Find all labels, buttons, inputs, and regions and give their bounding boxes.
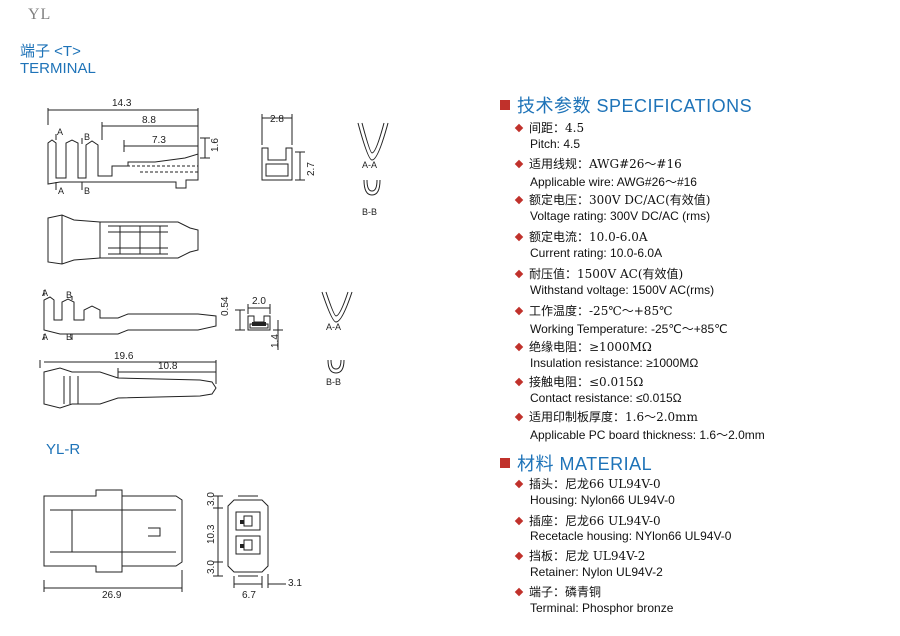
terminal-1-top-outline [47,214,199,265]
terminal-1-end-view [261,147,293,181]
dim-1-4: 1.4 [270,334,281,348]
material-item-en: Housing: Nylon66 UL94V-0 [530,493,675,507]
spec-item-en: Current rating: 10.0-6.0A [530,246,663,260]
dim-1-6: 1.6 [210,138,221,152]
terminal-1-side-outline [47,139,199,189]
material-item-en: Terminal: Phosphor bronze [530,601,674,615]
diamond-bullet-icon [514,412,524,422]
spec-item-cn: 适用印制板厚度：1.6～2.0mm [514,408,698,425]
heading-square-icon [500,458,510,468]
dim-26-9: 26.9 [102,590,122,601]
material-heading-text: 材料 MATERIAL [517,454,653,474]
technical-drawing: 14.3 8.8 7.3 1.6 2.8 2.7 2.0 0.54 1.4 19… [39,98,389,601]
section-title-yl-r: YL-R [46,441,81,458]
material-heading: 材料 MATERIAL [500,450,652,476]
spec-item-cn: 适用线规：AWG#26～#16 [514,155,682,172]
material-item-cn: 端子：磷青铜 [514,583,601,600]
material-item-en: Recetacle housing: NYlon66 UL94V-0 [530,529,732,543]
dim-2-7: 2.7 [306,162,317,176]
label-b-bottom-1: B [84,186,90,196]
diamond-bullet-icon [514,516,524,526]
label-bb-2: B-B [326,377,341,387]
spec-item-cn: 间距：4.5 [514,119,584,136]
label-a-bottom-1: A [58,186,64,196]
dim-3-0-top: 3.0 [206,492,217,506]
spec-item-en: Applicable wire: AWG#26～#16 [530,175,697,189]
diamond-bullet-icon [514,377,524,387]
diamond-bullet-icon [514,551,524,561]
diamond-bullet-icon [514,232,524,242]
label-b-top-1: B [84,132,90,142]
section-bb-1 [363,179,381,196]
spec-item-en: Working Temperature: -25℃～+85℃ [530,322,728,336]
spec-item-cn: 额定电压：300V DC/AC(有效值) [514,191,710,208]
housing-end-outline [227,499,269,573]
spec-item-cn: 耐压值：1500V AC(有效值) [514,265,683,282]
spec-item-en: Voltage rating: 300V DC/AC (rms) [530,209,711,223]
dim-14-3: 14.3 [112,98,132,109]
dim-10-3: 10.3 [206,524,217,544]
section-aa-2 [321,291,353,323]
label-b-bottom-2: B [66,332,72,342]
label-b-top-2: B [66,290,72,300]
dim-19-6: 19.6 [114,351,134,362]
diamond-bullet-icon [514,159,524,169]
section-bb-2 [327,359,345,374]
diamond-bullet-icon [514,342,524,352]
spec-item-en: Withstand voltage: 1500V AC(rms) [530,283,715,297]
diamond-bullet-icon [514,587,524,597]
terminal-2-top-outline [43,367,217,409]
material-item-cn: 插头：尼龙66 UL94V-0 [514,475,661,492]
spec-item-en: Insulation resistance: ≥1000MΩ [530,356,699,370]
dim-2-8: 2.8 [270,114,284,125]
dim-2-0: 2.0 [252,296,266,307]
spec-item-en: Contact resistance: ≤0.015Ω [530,391,682,405]
spec-item-cn: 绝缘电阻：≥1000MΩ [514,338,652,355]
page-title-cn: 端子 <T> [20,43,81,60]
diamond-bullet-icon [514,479,524,489]
heading-square-icon [500,100,510,110]
section-aa-1 [357,122,389,161]
housing-side-outline [43,489,183,573]
diamond-bullet-icon [514,269,524,279]
label-aa-2: A-A [326,322,341,332]
material-item-cn: 挡板：尼龙 UL94V-2 [514,547,645,564]
dim-3-0-bottom: 3.0 [206,560,217,574]
spec-item-en: Applicable PC board thickness: 1.6～2.0mm [530,428,765,442]
page-title-en: TERMINAL [20,60,96,77]
spec-item-cn: 额定电流：10.0-6.0A [514,228,648,245]
label-a-bottom-2: A [42,332,48,342]
diamond-bullet-icon [514,306,524,316]
brand-logo: YL [28,6,52,23]
specifications-heading-text: 技术参数 SPECIFICATIONS [517,96,753,116]
terminal-2-side-outline [43,296,217,335]
label-bb-1: B-B [362,207,377,217]
diamond-bullet-icon [514,123,524,133]
specifications-heading: 技术参数 SPECIFICATIONS [500,92,752,118]
dim-6-7: 6.7 [242,590,256,601]
spec-item-en: Pitch: 4.5 [530,137,581,151]
label-a-top-1: A [57,127,63,137]
dim-10-8: 10.8 [158,361,178,372]
material-item-en: Retainer: Nylon UL94V-2 [530,565,663,579]
label-a-top-2: A [42,288,48,298]
label-aa-1: A-A [362,160,377,170]
diamond-bullet-icon [514,195,524,205]
terminal-2-end-view [247,315,271,331]
dim-8-8: 8.8 [142,115,156,126]
spec-item-cn: 接触电阻：≤0.015Ω [514,373,643,390]
dim-0-54: 0.54 [220,296,231,316]
spec-item-cn: 工作温度：-25℃～+85℃ [514,302,673,319]
dim-7-3: 7.3 [152,135,166,146]
material-item-cn: 插座：尼龙66 UL94V-0 [514,512,661,529]
dim-3-1: 3.1 [288,578,302,589]
